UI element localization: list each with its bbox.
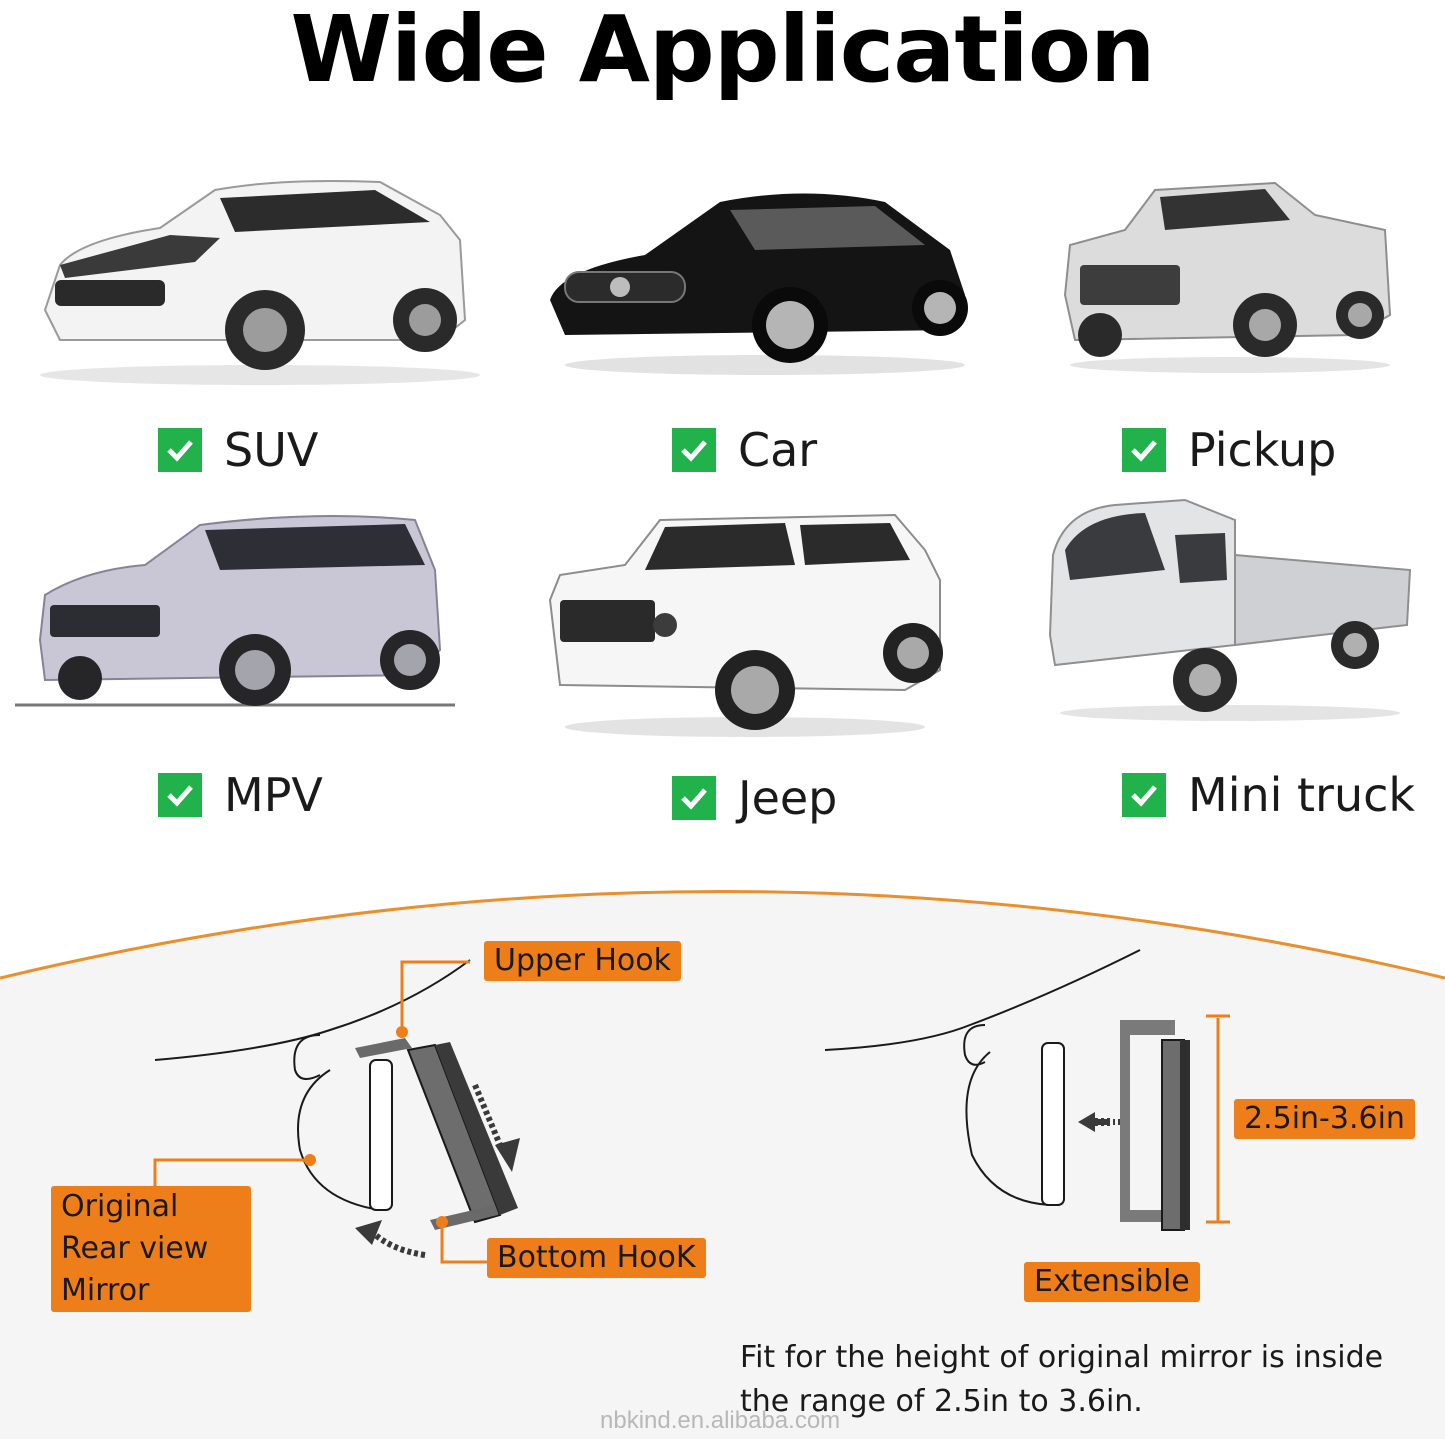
sedan-image xyxy=(550,193,968,375)
vehicle-label-text: MPV xyxy=(224,768,323,822)
diagram-background xyxy=(0,890,1445,1439)
bottom-hook-label: Bottom HooK xyxy=(487,1238,706,1278)
original-mirror-label: Original Rear view Mirror xyxy=(51,1186,251,1312)
vehicle-label-mpv: MPV xyxy=(158,765,323,825)
vehicle-label-text: SUV xyxy=(224,423,319,477)
check-icon xyxy=(1122,773,1166,817)
mpv-image xyxy=(15,515,455,707)
extensible-label: Extensible xyxy=(1024,1262,1200,1302)
vehicle-label-jeep: Jeep xyxy=(672,768,837,828)
size-range-label: 2.5in-3.6in xyxy=(1234,1099,1415,1139)
vehicle-label-text: Mini truck xyxy=(1188,768,1416,822)
vehicle-label-text: Pickup xyxy=(1188,423,1337,477)
vehicle-label-car: Car xyxy=(672,420,817,480)
check-icon xyxy=(158,773,202,817)
jeep-image xyxy=(548,513,943,737)
vehicle-label-text: Jeep xyxy=(738,771,838,825)
extensible-diagram xyxy=(824,949,1230,1231)
check-icon xyxy=(158,428,202,472)
mirror-install-diagram xyxy=(153,959,520,1264)
mini-truck-image xyxy=(1048,498,1412,721)
pickup-image xyxy=(1063,181,1392,373)
check-icon xyxy=(1122,428,1166,472)
vehicle-label-suv: SUV xyxy=(158,420,318,480)
vehicle-label-pickup: Pickup xyxy=(1122,420,1336,480)
watermark: nbkind.en.alibaba.com xyxy=(600,1407,841,1434)
check-icon xyxy=(672,776,716,820)
page-title: Wide Application xyxy=(290,0,1155,103)
vehicle-label-text: Car xyxy=(738,423,818,477)
check-icon xyxy=(672,428,716,472)
upper-hook-label: Upper Hook xyxy=(484,941,682,981)
fit-note: Fit for the height of original mirror is… xyxy=(740,1340,1384,1419)
vehicle-label-mini-truck: Mini truck xyxy=(1122,765,1415,825)
suv-image xyxy=(40,180,480,385)
